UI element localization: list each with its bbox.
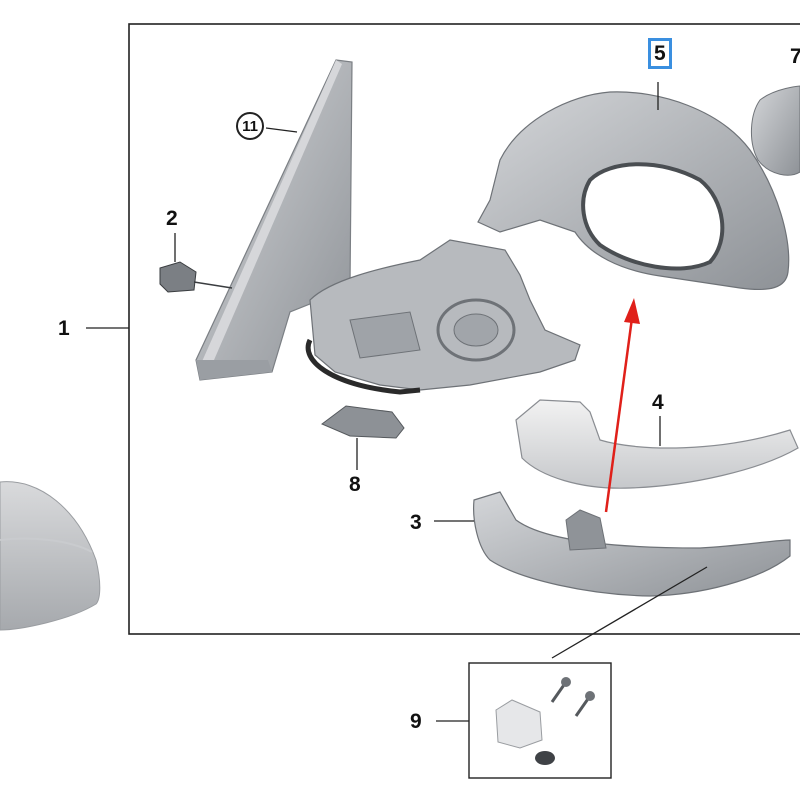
callout-5: 5 [648,38,672,69]
fastener-kit-parts [495,677,595,765]
callout-4: 4 [652,391,664,414]
callout-9: 9 [410,710,422,733]
red-arrow [604,298,640,513]
callout-11: 11 [236,112,264,140]
small-cover [321,405,405,439]
turn-signal-lens [515,399,799,489]
cover-cap [0,481,101,631]
callout-3: 3 [410,511,422,534]
callout-7: 7 [790,45,800,68]
callout-8: 8 [349,473,361,496]
callout-1: 1 [58,317,70,340]
leader-lines [86,82,708,722]
motor [750,85,800,176]
lower-trim-cover [473,491,791,597]
connector [159,261,197,293]
callout-2: 2 [166,207,178,230]
assembly-frame [128,23,800,635]
